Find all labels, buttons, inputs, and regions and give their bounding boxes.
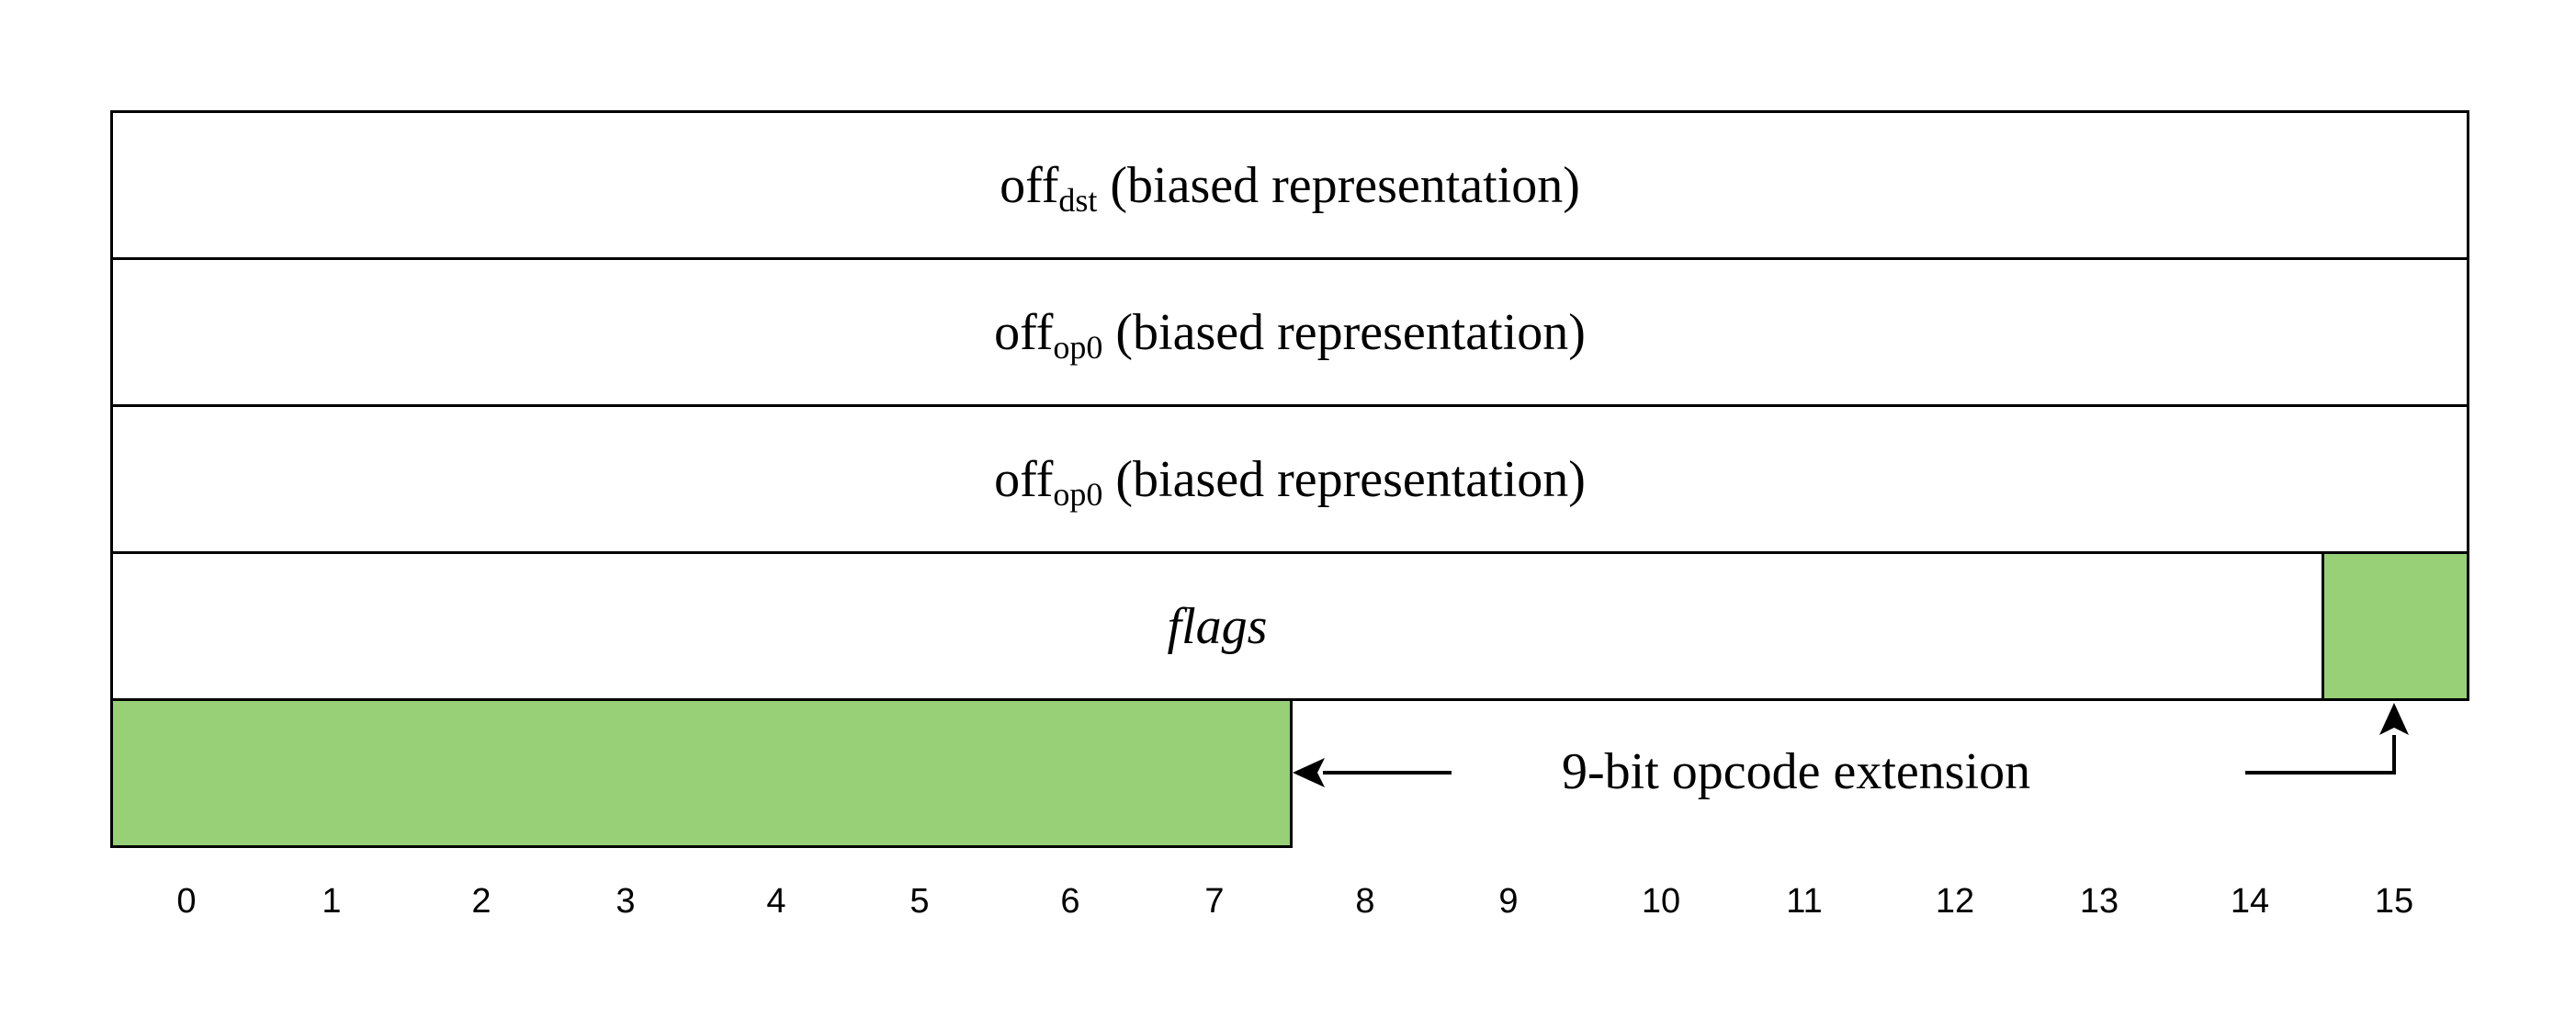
bit-label-9: 9 — [1498, 882, 1519, 921]
bit-label-5: 5 — [910, 882, 930, 921]
row-off-dst-label: offdst (biased representation) — [1000, 156, 1580, 219]
bit-label-15: 15 — [2374, 882, 2414, 921]
bit-label-2: 2 — [471, 882, 491, 921]
bit-label-7: 7 — [1204, 882, 1225, 921]
bit-label-0: 0 — [176, 882, 197, 921]
row-off-op0-second-label: offop0 (biased representation) — [994, 450, 1586, 513]
arrow-to-low-bits-head — [1293, 758, 1325, 787]
row-flags: flags — [110, 551, 2324, 701]
arrow-to-bit-15-shaft — [2245, 735, 2396, 775]
opcode-extension-label: 9-bit opcode extension — [1562, 743, 2031, 800]
row-off-dst: offdst (biased representation) — [110, 110, 2469, 260]
bit-label-11: 11 — [1786, 882, 1823, 921]
bit-label-3: 3 — [616, 882, 636, 921]
bit-label-13: 13 — [2079, 882, 2119, 921]
row-flags-label: flags — [1167, 597, 1268, 655]
bit-label-8: 8 — [1355, 882, 1375, 921]
bit-label-10: 10 — [1641, 882, 1681, 921]
bit-label-4: 4 — [766, 882, 786, 921]
row-off-op0-first-label: offop0 (biased representation) — [994, 303, 1586, 366]
bit-label-1: 1 — [322, 882, 342, 921]
bit-label-14: 14 — [2230, 882, 2270, 921]
arrow-to-bit-15-head — [2379, 703, 2409, 735]
bit-label-6: 6 — [1060, 882, 1080, 921]
row-off-op0-second: offop0 (biased representation) — [110, 404, 2469, 554]
opcode-extension-bit-15 — [2322, 551, 2469, 701]
row-off-op0-first: offop0 (biased representation) — [110, 257, 2469, 407]
opcode-extension-bits-0-7 — [110, 698, 1293, 848]
bit-label-12: 12 — [1935, 882, 1975, 921]
